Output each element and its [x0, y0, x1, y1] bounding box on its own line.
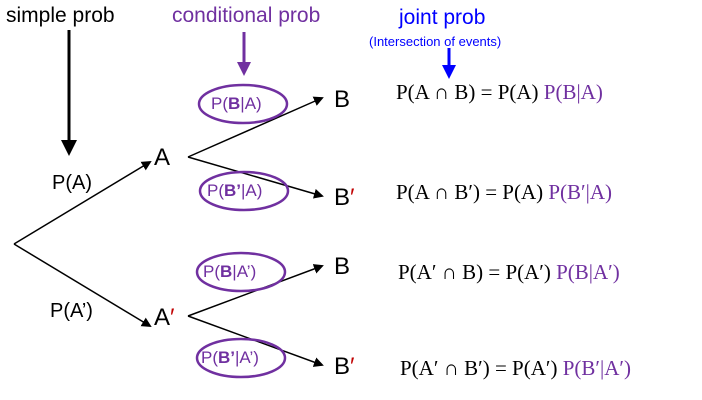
equation-a-and-b: P(A ∩ B) = P(A) P(B|A) [396, 80, 603, 104]
branch-a-to-b-prime [187, 156, 324, 199]
branch-label-p-a: P(A) [52, 172, 92, 194]
equation-a-and-b-prime: P(A ∩ B′) = P(A) P(B′|A) [396, 180, 613, 204]
equation-a-prime-and-b-prime: P(A′ ∩ B′) = P(A′) P(B′|A′) [400, 356, 631, 380]
cond-ellipse-b-given-a [197, 83, 289, 125]
cond-ellipse-b-given-a-prime [195, 251, 287, 293]
node-b-lower: B [334, 253, 351, 280]
cond-label-b-prime-given-a: P(B’|A) [207, 181, 263, 200]
node-b-prime-lower: B′ [334, 353, 355, 380]
branch-label-p-a-prime: P(A’) [50, 300, 93, 322]
branch-root-to-a-prime [13, 243, 152, 328]
node-b-prime-upper: B′ [334, 184, 355, 211]
node-b-upper: B [334, 86, 351, 113]
cond-label-b-prime-given-a-prime: P(B’|A’) [201, 348, 259, 367]
cond-ellipse-b-prime-given-a [198, 170, 290, 212]
cond-ellipse-b-prime-given-a-prime [195, 337, 287, 379]
equation-a-prime-and-b: P(A′ ∩ B) = P(A′) P(B|A′) [398, 260, 620, 284]
cond-label-b-given-a: P(B|A) [211, 94, 262, 113]
joint-prob-header: joint prob [399, 6, 486, 29]
simple-prob-header: simple prob [6, 4, 115, 27]
branch-a-to-b [187, 96, 324, 158]
cond-label-b-given-a-prime: P(B|A’) [203, 262, 257, 281]
conditional-prob-header: conditional prob [172, 4, 321, 27]
node-a-prime: A′ [154, 304, 175, 331]
node-a: A [154, 144, 171, 171]
joint-prob-subheader: (Intersection of events) [369, 34, 502, 49]
branch-root-to-a [13, 160, 152, 245]
